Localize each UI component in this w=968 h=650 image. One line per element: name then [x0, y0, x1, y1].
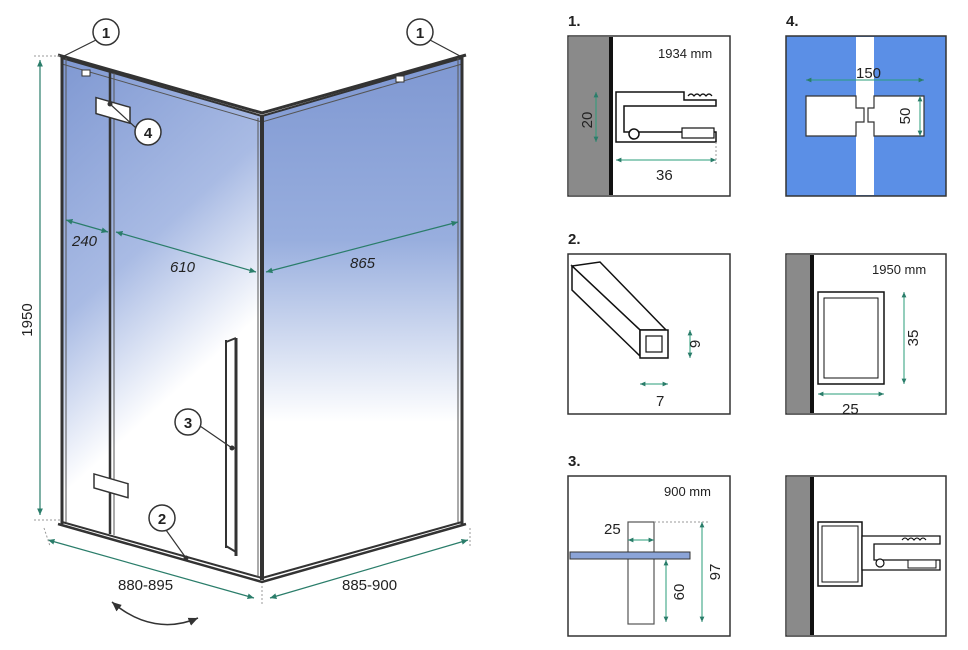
svg-text:1: 1: [416, 25, 424, 42]
side-glass-panel: [261, 56, 463, 580]
detail-panel-5: 1950 mm 35 25: [785, 253, 947, 418]
top-hinge: [95, 96, 131, 125]
enclosure-drawing: [57, 53, 467, 584]
svg-text:2: 2: [158, 511, 166, 528]
height-dimension: 1950: [19, 55, 60, 521]
door-swing-arrow: [111, 601, 199, 626]
svg-text:1934 mm: 1934 mm: [658, 46, 712, 61]
svg-text:3.: 3.: [568, 453, 581, 470]
svg-text:1950 mm: 1950 mm: [872, 262, 926, 277]
svg-text:50: 50: [897, 108, 914, 125]
detail-panel-6: [785, 475, 947, 637]
width-dimensions: 240 610 865: [65, 219, 459, 276]
detail-panel-3: 3. 900 mm 25 60 97: [567, 453, 731, 637]
callout-4: 4: [107, 101, 162, 146]
svg-text:4: 4: [144, 125, 153, 142]
svg-text:4.: 4.: [786, 13, 799, 30]
svg-text:2.: 2.: [568, 231, 581, 248]
svg-text:60: 60: [671, 584, 688, 601]
callout-1-left: 1: [63, 18, 120, 57]
base-side-label: 885-900: [342, 577, 397, 594]
svg-text:20: 20: [579, 112, 596, 129]
width-right-label: 865: [350, 255, 376, 272]
svg-text:900 mm: 900 mm: [664, 484, 711, 499]
svg-text:35: 35: [905, 330, 922, 347]
height-label: 1950: [19, 303, 36, 336]
width-left-label: 240: [71, 233, 98, 250]
callout-3: 3: [174, 408, 235, 451]
svg-text:9: 9: [687, 340, 704, 348]
detail-panel-1: 1. 1934 mm 20 36: [567, 13, 731, 197]
callout-2: 2: [148, 504, 189, 561]
callout-1-right: 1: [406, 18, 461, 57]
svg-text:150: 150: [856, 65, 881, 82]
front-glass-panel: [61, 56, 263, 580]
detail-panel-4: 4. 150 50: [785, 13, 947, 197]
svg-text:1.: 1.: [568, 13, 581, 30]
svg-text:3: 3: [184, 415, 192, 432]
base-dimensions: 880-895 885-900: [43, 527, 471, 604]
svg-text:7: 7: [656, 393, 664, 410]
bottom-hinge: [93, 472, 129, 499]
detail-panel-2: 2. 9 7: [567, 231, 731, 415]
svg-text:97: 97: [707, 564, 724, 581]
svg-text:25: 25: [842, 401, 859, 418]
width-door-label: 610: [170, 259, 196, 276]
svg-text:36: 36: [656, 167, 673, 184]
base-front-label: 880-895: [118, 577, 173, 594]
svg-text:25: 25: [604, 521, 621, 538]
svg-text:1: 1: [102, 25, 110, 42]
